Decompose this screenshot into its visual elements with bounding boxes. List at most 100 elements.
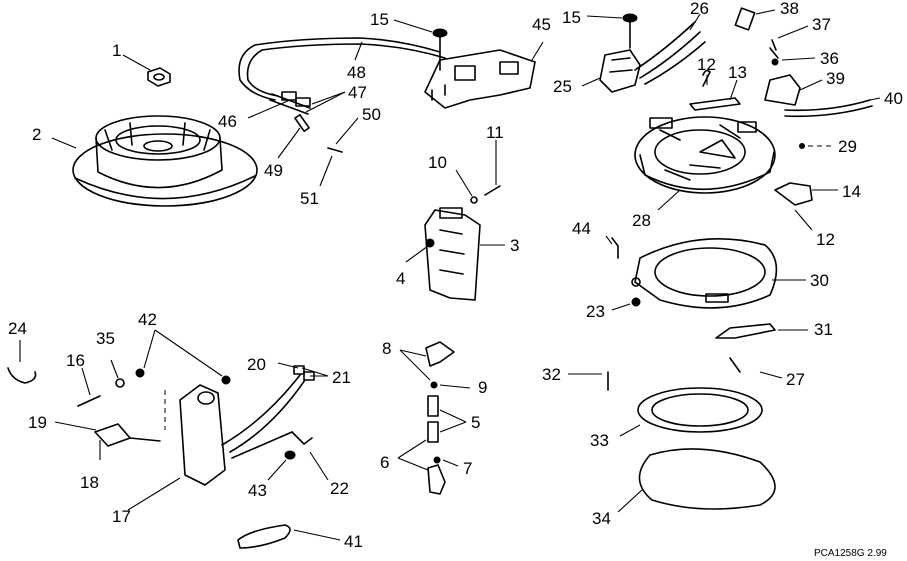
callout-51: 51	[300, 189, 319, 208]
callout-48: 48	[347, 63, 366, 82]
retainer-nut	[631, 297, 641, 307]
callout-9: 9	[478, 378, 487, 397]
terminal-sleeve	[294, 113, 310, 133]
callout-43: 43	[248, 481, 267, 500]
spring	[769, 39, 779, 59]
callout-24: 24	[8, 319, 27, 338]
flywheel-nut	[147, 67, 171, 87]
callout-37: 37	[812, 15, 831, 34]
hose-upper	[427, 395, 439, 417]
retainer-plate	[631, 238, 778, 309]
elbow-upper	[425, 341, 455, 367]
pack-nut	[425, 238, 435, 248]
callout-46: 46	[218, 112, 237, 131]
retaining-ring	[638, 448, 776, 510]
callout-30: 30	[810, 271, 829, 290]
leader-lines	[19, 9, 881, 541]
stator-wire-harness	[238, 37, 446, 115]
callout-13: 13	[728, 63, 747, 82]
callout-29: 29	[838, 137, 857, 156]
callout-31: 31	[814, 320, 833, 339]
power-pack	[424, 207, 481, 301]
pack-washer	[470, 196, 478, 204]
callout-2: 2	[32, 125, 41, 144]
callout-44: 44	[572, 219, 591, 238]
flywheel	[72, 115, 258, 207]
callout-15-right: 15	[562, 8, 581, 27]
cable-clamp	[237, 524, 291, 549]
callout-12-lower: 12	[816, 230, 835, 249]
cam-follower	[774, 182, 813, 206]
callout-15-left: 15	[370, 10, 389, 29]
pin	[799, 143, 805, 149]
callout-39: 39	[826, 69, 845, 88]
callout-27: 27	[786, 370, 805, 389]
callout-10: 10	[428, 153, 447, 172]
terminal-pin	[327, 147, 343, 153]
callout-41: 41	[344, 532, 363, 551]
callout-33: 33	[590, 431, 609, 450]
callout-labels: 1 2 3 4 5 6 7 8 9 10 11 12 12 13 14 15 1…	[8, 0, 903, 551]
sensor-screw	[622, 13, 638, 49]
callout-42: 42	[138, 310, 157, 329]
ball	[771, 58, 779, 66]
clip-upper	[702, 69, 711, 87]
bulb	[734, 7, 756, 31]
boot-spring	[284, 450, 296, 460]
figure-code: PCA1258G 2.99	[814, 548, 887, 559]
callout-14: 14	[842, 182, 861, 201]
callout-16: 16	[66, 351, 85, 370]
callout-23: 23	[586, 302, 605, 321]
callout-18: 18	[80, 473, 99, 492]
callout-5: 5	[471, 413, 480, 432]
callout-6: 6	[380, 453, 389, 472]
callout-32: 32	[542, 365, 561, 384]
switch-assembly	[764, 74, 873, 118]
callout-35: 35	[96, 329, 115, 348]
link	[689, 97, 741, 111]
armature-plate	[634, 116, 776, 194]
callout-26: 26	[690, 0, 709, 18]
callout-38: 38	[780, 0, 799, 18]
charge-coil	[424, 49, 536, 109]
ignition-coil	[164, 384, 226, 486]
retainer-screw-head	[611, 237, 619, 259]
coil-nut-right	[221, 375, 231, 385]
elbow-lower	[427, 464, 446, 495]
coil-washer	[115, 378, 125, 388]
callout-11: 11	[486, 123, 504, 142]
callout-22: 22	[330, 479, 349, 498]
callout-36: 36	[820, 49, 839, 68]
stator-screw	[432, 28, 448, 71]
callout-1: 1	[112, 41, 121, 60]
callout-4: 4	[396, 269, 405, 288]
callout-45: 45	[532, 15, 551, 34]
link-screw	[729, 357, 741, 373]
hose-lower	[427, 421, 439, 443]
sensor-coil	[599, 49, 641, 93]
callout-19: 19	[28, 413, 47, 432]
ground-wire	[7, 367, 37, 384]
sensor-coil-leads	[634, 21, 706, 85]
callout-7: 7	[463, 459, 472, 478]
coil-nut-left	[135, 368, 145, 378]
callout-3: 3	[510, 236, 519, 255]
callout-34: 34	[592, 509, 611, 528]
spark-plug-boot	[94, 423, 161, 447]
callout-28: 28	[632, 211, 651, 230]
callout-21: 21	[332, 368, 351, 387]
fitting-washer-lower	[433, 456, 441, 464]
pack-screw	[484, 185, 501, 196]
callout-25: 25	[553, 77, 572, 96]
callout-20: 20	[247, 355, 266, 374]
fitting-washer-upper	[430, 381, 438, 389]
callout-12-upper: 12	[697, 55, 716, 74]
callout-17: 17	[112, 507, 131, 526]
callout-47: 47	[348, 83, 367, 102]
link-clip	[715, 323, 776, 339]
coil-screw	[77, 395, 101, 407]
coil-leads	[221, 365, 315, 459]
callout-8: 8	[382, 339, 391, 358]
callout-49: 49	[264, 161, 283, 180]
